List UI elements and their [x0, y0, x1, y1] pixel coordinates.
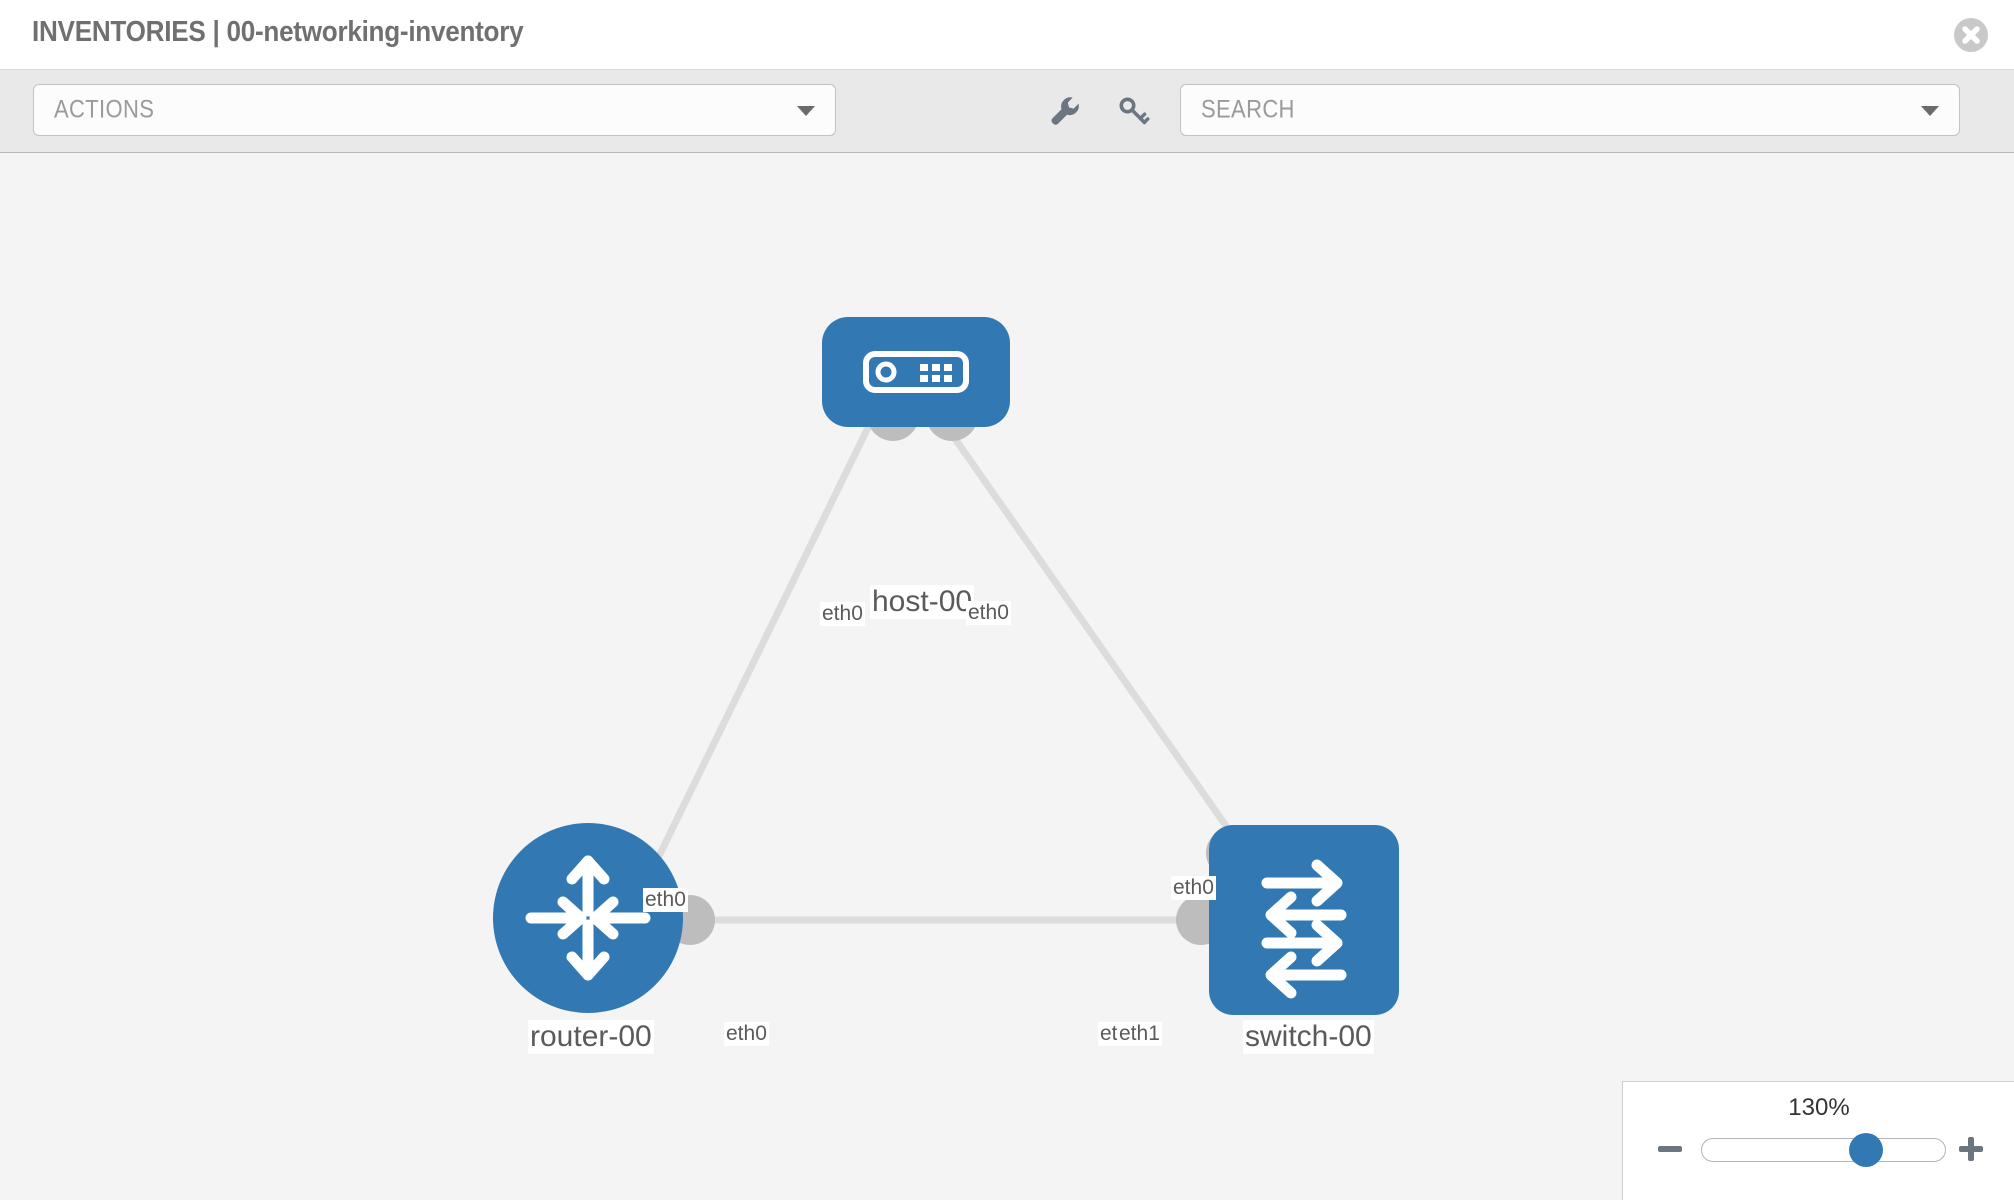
topology-edges: host-00 --> switch-00 --> switch-00 --> — [636, 389, 1256, 945]
wrench-icon[interactable] — [1047, 93, 1083, 129]
edge-label-host-eth0-right: eth0 — [966, 601, 1011, 625]
actions-dropdown-label: ACTIONS — [54, 95, 155, 124]
zoom-slider-thumb[interactable] — [1849, 1133, 1883, 1167]
zoom-slider-track[interactable] — [1701, 1138, 1946, 1162]
zoom-out-button[interactable] — [1655, 1134, 1685, 1164]
edge-label-router-eth0-mid: eth0 — [724, 1022, 769, 1046]
chevron-down-icon — [797, 106, 815, 116]
topology-canvas[interactable]: host-00 --> switch-00 --> switch-00 --> — [0, 153, 2014, 1200]
zoom-level-value: 130% — [1788, 1094, 1850, 1121]
edge-label-host-eth0-left: eth0 — [820, 602, 865, 626]
page-header: INVENTORIES | 00-networking-inventory — [0, 0, 2014, 70]
server-icon — [863, 351, 969, 393]
key-icon[interactable] — [1115, 93, 1151, 129]
search-input[interactable]: SEARCH — [1180, 84, 1960, 136]
edge-label-router-eth0-up: eth0 — [643, 888, 688, 912]
actions-dropdown[interactable]: ACTIONS — [33, 84, 836, 136]
zoom-control-panel: 130% — [1622, 1081, 2014, 1200]
chevron-down-icon — [1921, 106, 1939, 116]
node-label-router-00: router-00 — [528, 1020, 654, 1054]
node-router-00[interactable] — [493, 823, 683, 1013]
node-label-switch-00: switch-00 — [1243, 1020, 1374, 1054]
edge-label-switch-eth1: eth1 — [1117, 1022, 1162, 1046]
switch-arrows-icon — [1261, 859, 1347, 999]
node-switch-00[interactable] — [1209, 825, 1399, 1015]
page-title: INVENTORIES | 00-networking-inventory — [32, 16, 524, 48]
router-arrows-icon — [525, 855, 651, 981]
zoom-in-button[interactable] — [1956, 1134, 1986, 1164]
edge-label-switch-eth0-up: eth0 — [1171, 876, 1216, 900]
search-placeholder: SEARCH — [1201, 95, 1295, 124]
close-icon[interactable] — [1954, 18, 1988, 52]
node-host-00[interactable] — [822, 317, 1010, 427]
node-label-host-00: host-00 — [870, 585, 975, 619]
